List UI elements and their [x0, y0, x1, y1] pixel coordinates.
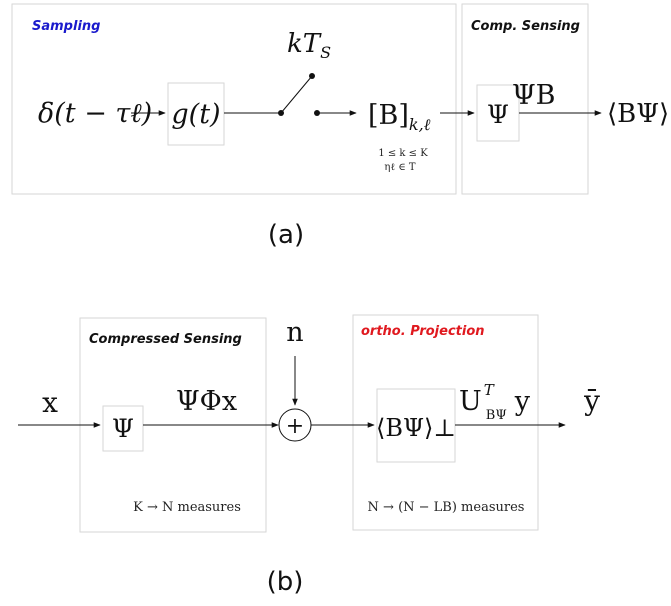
switch-arm [280, 75, 313, 114]
projection-block [376, 388, 456, 463]
output-y-bar: ȳ [583, 384, 600, 417]
filter-block-label: g(t) [171, 99, 220, 130]
comp-sensing-label: Comp. Sensing [471, 19, 580, 34]
sum-symbol: + [286, 414, 304, 439]
switch-top-dot [309, 73, 315, 79]
switch-label-sub: S [320, 43, 331, 62]
output-a: ⟨BΨ⟩⊥ [607, 99, 671, 129]
panel-b: Compressed Sensing ortho. Projection x Ψ… [18, 314, 600, 597]
ortho-projection-group-box [352, 314, 539, 531]
sampling-group-box [11, 3, 457, 195]
ortho-projection-label: ortho. Projection [361, 324, 485, 339]
matrix-b: [B]k,ℓ [368, 100, 431, 134]
caption-b: (b) [267, 567, 304, 597]
noise-n: n [286, 317, 303, 348]
panel-a: Sampling Comp. Sensing δ(t − τℓ) g(t) kT… [11, 3, 671, 250]
caption-a: (a) [268, 220, 304, 250]
matrix-b-main: [B] [368, 100, 409, 131]
psi-b-output: ΨB [512, 80, 556, 111]
range-l: ηℓ ∈ T [384, 162, 416, 173]
projected-signal-y: y [514, 386, 531, 417]
psi-block-a [476, 84, 520, 142]
matrix-b-sub: k,ℓ [409, 115, 431, 134]
input-x: x [42, 386, 58, 419]
sampling-label: Sampling [32, 19, 100, 34]
switch-label-main: kT [287, 29, 322, 59]
comp-sensing-group-box [461, 3, 589, 195]
projected-signal-u: U [459, 386, 482, 417]
psi-block-a-label: Ψ [487, 100, 509, 129]
projection-block-label: ⟨BΨ⟩⊥ [376, 414, 456, 442]
psi-phi-x: ΨΦx [176, 386, 237, 417]
compressed-sensing-label: Compressed Sensing [89, 332, 242, 347]
switch-label: kTS [287, 29, 331, 62]
projected-signal-sub: BΨ [486, 408, 507, 423]
projected-signal-sup-t: T [484, 381, 495, 399]
filter-block [167, 82, 225, 146]
measures-right: N → (N − LB) measures [368, 500, 525, 515]
measures-left: K → N measures [133, 500, 241, 515]
psi-block-b-label: Ψ [112, 414, 134, 443]
range-k: 1 ≤ k ≤ K [378, 148, 428, 159]
psi-block-b [102, 405, 144, 452]
